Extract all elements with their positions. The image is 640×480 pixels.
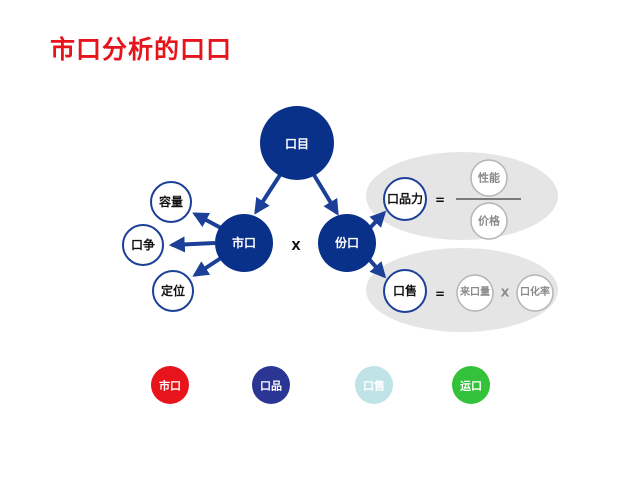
- legend-market-dot: [151, 366, 189, 404]
- legend-operation-dot: [452, 366, 490, 404]
- legend-sales-dot: [355, 366, 393, 404]
- product-power-circle: [383, 177, 427, 221]
- sales-circle: [383, 269, 427, 313]
- product-power-equals: =: [434, 193, 446, 207]
- legend-market-label: 市口: [159, 379, 181, 393]
- conversion-label: 口化率: [520, 287, 550, 298]
- capacity-circle: [150, 181, 192, 223]
- top-node-label: 口目: [284, 137, 310, 151]
- arrow-top-to-market: [254, 173, 282, 215]
- top-node-circle: [260, 106, 334, 180]
- legend-product-label: 口品: [260, 379, 282, 393]
- capacity-label: 容量: [158, 195, 184, 209]
- traffic-label: 来口量: [460, 287, 490, 298]
- page-title: 市口分析的口口: [50, 35, 233, 64]
- arrow-share-to-sales: [366, 256, 387, 279]
- arrow-top-to-share: [312, 173, 339, 216]
- price-label: 价格: [478, 214, 500, 228]
- sales-times: X: [500, 286, 510, 300]
- share-node-label: 份口: [334, 236, 360, 250]
- competition-circle: [122, 224, 164, 266]
- legend-product-dot: [252, 366, 290, 404]
- positioning-label: 定位: [160, 284, 186, 298]
- share-node-circle: [318, 214, 376, 272]
- market-node-label: 市口: [231, 236, 257, 250]
- arrow-market-to-competition: [168, 236, 216, 253]
- positioning-circle: [152, 270, 194, 312]
- arrow-market-to-positioning: [192, 256, 223, 277]
- market-node-circle: [215, 214, 273, 272]
- price-circle: [470, 202, 508, 240]
- legend-sales-label: 口售: [363, 379, 385, 393]
- performance-label: 性能: [478, 171, 500, 185]
- competition-label: 口争: [130, 238, 156, 252]
- performance-circle: [470, 159, 508, 197]
- sales-equals: =: [434, 287, 446, 301]
- arrow-market-to-capacity: [192, 212, 222, 230]
- conversion-circle: [516, 274, 554, 312]
- traffic-circle: [456, 274, 494, 312]
- product-power-label: 口品力: [386, 192, 424, 206]
- multiply-sign: X: [291, 239, 301, 253]
- sales-label: 口售: [392, 284, 418, 298]
- legend-operation-label: 运口: [460, 379, 482, 393]
